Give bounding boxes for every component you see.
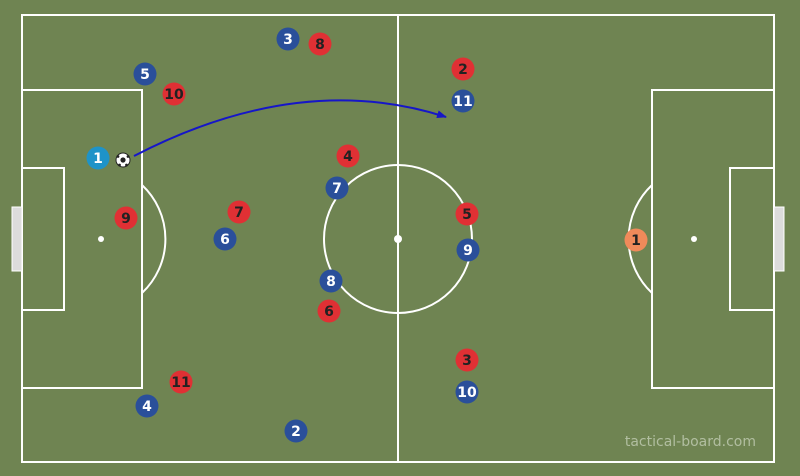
away-player-number: 7 — [234, 205, 244, 221]
left-goal — [11, 206, 23, 272]
home-player-10[interactable]: 10 — [455, 380, 479, 404]
home-player-6[interactable]: 6 — [213, 227, 237, 251]
home-player-token — [455, 380, 479, 404]
pass-arrow — [133, 99, 447, 157]
away-player-token — [455, 202, 479, 226]
away-player-7[interactable]: 7 — [227, 200, 251, 224]
home-player-4[interactable]: 4 — [135, 394, 159, 418]
left-penalty-arc — [141, 184, 167, 294]
home-player-5[interactable]: 5 — [133, 62, 157, 86]
away-player-8[interactable]: 8 — [308, 32, 332, 56]
away-player-token — [114, 206, 138, 230]
away-player-token — [169, 370, 193, 394]
center-spot — [394, 235, 402, 243]
home-player-number: 2 — [291, 424, 301, 440]
away-player-number: 4 — [343, 149, 353, 165]
home-player-number: 3 — [283, 32, 293, 48]
away-player-number: 3 — [462, 353, 472, 369]
away-player-10[interactable]: 10 — [162, 82, 186, 106]
right-penalty-spot — [691, 236, 697, 242]
home-player-1[interactable]: 1 — [86, 146, 110, 170]
away-player-9[interactable]: 9 — [114, 206, 138, 230]
away-player-token — [308, 32, 332, 56]
home-player-token — [325, 176, 349, 200]
left-penalty-spot — [98, 236, 104, 242]
home-player-number: 11 — [453, 94, 472, 110]
away-player-number: 9 — [121, 211, 131, 227]
away-player-number: 6 — [324, 304, 334, 320]
away-player-number: 5 — [462, 207, 472, 223]
away-player-token — [455, 348, 479, 372]
home-player-token — [456, 238, 480, 262]
home-player-token — [133, 62, 157, 86]
home-player-7[interactable]: 7 — [325, 176, 349, 200]
home-player-number: 1 — [93, 151, 103, 167]
home-player-9[interactable]: 9 — [456, 238, 480, 262]
away-player-token — [451, 57, 475, 81]
soccer-ball-icon[interactable] — [115, 152, 131, 168]
home-player-token — [451, 89, 475, 113]
away-player-number: 8 — [315, 37, 325, 53]
center-circle — [323, 164, 473, 314]
home-player-token — [135, 394, 159, 418]
away-player-token — [162, 82, 186, 106]
home-player-number: 4 — [142, 399, 152, 415]
away-player-3[interactable]: 3 — [455, 348, 479, 372]
home-player-token — [276, 27, 300, 51]
home-player-number: 9 — [463, 243, 473, 259]
away-player-token — [227, 200, 251, 224]
watermark: tactical-board.com — [625, 434, 756, 450]
home-player-token — [86, 146, 110, 170]
home-player-8[interactable]: 8 — [319, 269, 343, 293]
away-player-5[interactable]: 5 — [455, 202, 479, 226]
away-player-token — [336, 144, 360, 168]
home-player-3[interactable]: 3 — [276, 27, 300, 51]
home-player-number: 10 — [457, 385, 477, 401]
away-player-11[interactable]: 11 — [169, 370, 193, 394]
home-player-number: 6 — [220, 232, 230, 248]
away-player-2[interactable]: 2 — [451, 57, 475, 81]
home-player-token — [319, 269, 343, 293]
away-player-number: 11 — [171, 375, 190, 391]
away-player-number: 1 — [631, 233, 641, 249]
away-player-token — [624, 228, 648, 252]
away-player-number: 2 — [458, 62, 468, 78]
right-goal — [773, 206, 785, 272]
away-player-1[interactable]: 1 — [624, 228, 648, 252]
home-player-token — [213, 227, 237, 251]
away-player-4[interactable]: 4 — [336, 144, 360, 168]
home-player-number: 5 — [140, 67, 150, 83]
home-player-2[interactable]: 2 — [284, 419, 308, 443]
home-player-number: 7 — [332, 181, 342, 197]
away-player-number: 10 — [164, 87, 184, 103]
home-player-11[interactable]: 11 — [451, 89, 475, 113]
away-player-token — [317, 299, 341, 323]
home-player-number: 8 — [326, 274, 336, 290]
away-player-6[interactable]: 6 — [317, 299, 341, 323]
home-player-token — [284, 419, 308, 443]
